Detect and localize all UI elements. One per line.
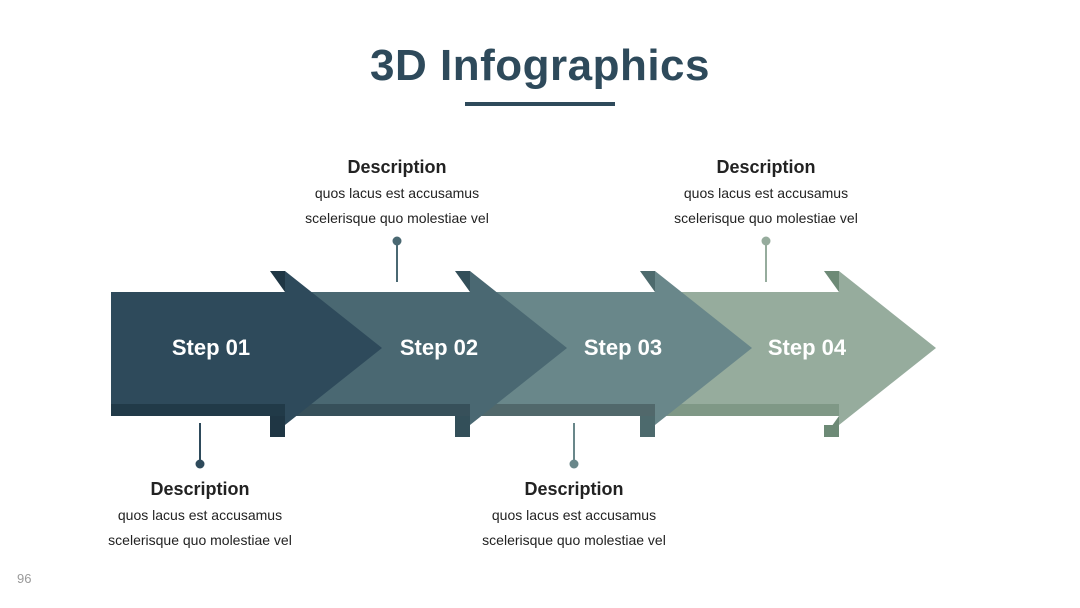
description-text-line: quos lacus est accusamus	[683, 185, 849, 201]
connector-step-02	[392, 236, 402, 282]
description-text-line: quos lacus est accusamus	[117, 507, 283, 523]
step-04-arrow	[660, 271, 936, 437]
step-02-arrow	[290, 271, 567, 437]
step-04-label: Step 04	[767, 335, 847, 360]
step-04-description: Description quos lacus est accusamus sce…	[646, 156, 886, 231]
description-text-line: quos lacus est accusamus	[314, 185, 480, 201]
connector-step-04	[761, 236, 771, 282]
title-underline	[465, 102, 615, 106]
connector-step-01	[195, 423, 205, 469]
step-02-description: Description quos lacus est accusamus sce…	[277, 156, 517, 231]
description-heading: Description	[347, 157, 447, 177]
step-03-label: Step 03	[583, 335, 663, 360]
description-text-line: scelerisque quo molestiae vel	[108, 532, 292, 548]
description-text-line: quos lacus est accusamus	[491, 507, 657, 523]
description-text-line: scelerisque quo molestiae vel	[305, 210, 489, 226]
step-02-label: Step 02	[399, 335, 479, 360]
step-03-description: Description quos lacus est accusamus sce…	[454, 478, 694, 553]
description-heading: Description	[716, 157, 816, 177]
description-heading: Description	[150, 479, 250, 499]
step-03-arrow	[476, 271, 752, 437]
description-text-line: scelerisque quo molestiae vel	[674, 210, 858, 226]
page-number: 96	[17, 571, 32, 586]
description-text-line: scelerisque quo molestiae vel	[482, 532, 666, 548]
step-01-arrow	[111, 271, 382, 437]
connector-step-03	[569, 423, 579, 469]
step-01-label: Step 01	[171, 335, 251, 360]
slide-title: 3D Infographics	[370, 41, 710, 90]
step-01-description: Description quos lacus est accusamus sce…	[80, 478, 320, 553]
description-heading: Description	[524, 479, 624, 499]
